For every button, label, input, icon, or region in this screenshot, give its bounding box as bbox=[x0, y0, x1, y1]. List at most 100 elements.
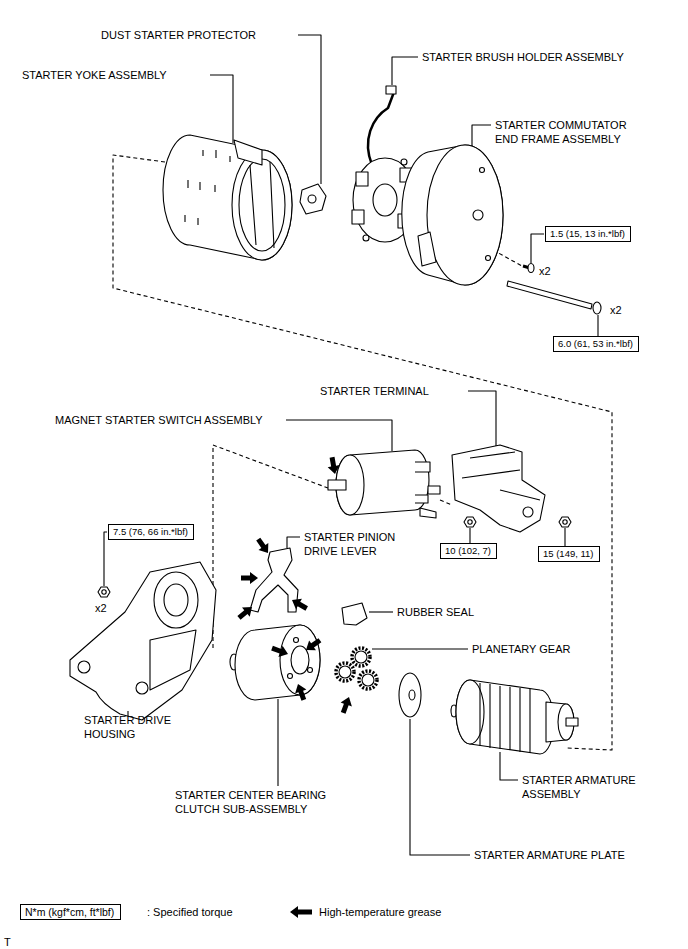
part-name: STARTER COMMUTATOR END FRAME ASSEMBLY bbox=[495, 118, 645, 146]
unit-legend-box: N*m (kgf*cm, ft*lbf) bbox=[20, 904, 121, 920]
brush-holder-drawing bbox=[363, 235, 369, 241]
yoke-drawing bbox=[250, 162, 274, 248]
torque-value: 10 (102, 7) bbox=[445, 545, 491, 557]
end-frame-drawing bbox=[480, 168, 485, 173]
nut-drawing bbox=[102, 590, 106, 594]
leader-line bbox=[469, 528, 470, 543]
torque-value: 15 (149, 11) bbox=[543, 548, 594, 560]
brush-holder-drawing bbox=[356, 172, 368, 186]
clutch-drawing bbox=[280, 625, 320, 695]
grease-arrow bbox=[303, 635, 324, 655]
armature-plate-drawing bbox=[409, 690, 415, 700]
drive-housing-drawing bbox=[70, 562, 216, 720]
leader-line bbox=[372, 648, 468, 649]
leader-line bbox=[286, 420, 392, 451]
end-frame-drawing bbox=[427, 145, 503, 285]
grease-arrow bbox=[338, 695, 355, 715]
armature-drawing bbox=[456, 680, 554, 754]
torque-value: 7.5 (76, 66 in.*lbf) bbox=[113, 526, 188, 538]
part-name: STARTER ARMATURE ASSEMBLY bbox=[522, 773, 662, 801]
magnet-switch-drawing bbox=[428, 486, 440, 494]
magnet-switch-drawing bbox=[420, 508, 436, 518]
armature-drawing bbox=[566, 718, 578, 726]
leader-line bbox=[597, 315, 598, 336]
torque-box: 1.5 (15, 13 in.*lbf) bbox=[545, 226, 631, 242]
part-name: MAGNET STARTER SWITCH ASSEMBLY bbox=[55, 413, 263, 427]
brush-holder-drawing bbox=[352, 210, 364, 224]
grease-arrow bbox=[289, 595, 310, 614]
leader-line bbox=[410, 719, 470, 855]
nut-drawing bbox=[468, 520, 472, 524]
starter-terminal-drawing bbox=[462, 452, 540, 500]
drive-housing-drawing bbox=[78, 661, 90, 673]
dust-protector-drawing bbox=[300, 184, 326, 214]
brush-holder-drawing bbox=[368, 92, 394, 165]
part-name: STARTER TERMINAL bbox=[320, 384, 429, 398]
legend-entry: : Specified torque bbox=[147, 905, 233, 919]
yoke-drawing bbox=[234, 140, 262, 165]
torque-box: 6.0 (61, 53 in.*lbf) bbox=[553, 336, 639, 352]
brush-holder-drawing bbox=[386, 86, 396, 94]
dust-protector-drawing bbox=[308, 195, 316, 203]
leader-line bbox=[104, 35, 598, 855]
screw-drawing bbox=[507, 264, 601, 315]
clutch-drawing bbox=[294, 638, 299, 643]
planetary-gear-drawing bbox=[336, 648, 377, 689]
grease-arrow bbox=[326, 456, 341, 475]
legend-grease-arrow bbox=[290, 906, 312, 918]
nut-drawing bbox=[464, 517, 476, 527]
clutch-drawing bbox=[235, 625, 320, 700]
planetary-gear-drawing bbox=[339, 666, 351, 678]
figure-code: T bbox=[4, 935, 11, 949]
legend-entry: High-temperature grease bbox=[319, 905, 441, 919]
grease-arrow bbox=[270, 643, 290, 660]
armature-plate-drawing bbox=[399, 673, 421, 717]
torque-box: 10 (102, 7) bbox=[440, 543, 497, 559]
starter-terminal-drawing bbox=[452, 445, 545, 532]
leader-line bbox=[287, 537, 300, 548]
quantity-note: x2 bbox=[610, 303, 622, 317]
grease-arrow bbox=[253, 536, 273, 557]
yoke-drawing bbox=[163, 135, 292, 260]
part-name: STARTER DRIVE HOUSING bbox=[84, 713, 199, 741]
part-name: RUBBER SEAL bbox=[397, 605, 474, 619]
leader-line bbox=[531, 234, 544, 263]
nut-drawing bbox=[563, 520, 567, 524]
leader-line bbox=[210, 75, 233, 143]
part-name: STARTER ARMATURE PLATE bbox=[474, 848, 625, 862]
torque-value: 1.5 (15, 13 in.*lbf) bbox=[550, 228, 625, 240]
clutch-drawing bbox=[230, 625, 320, 700]
part-name: STARTER CENTER BEARING CLUTCH SUB-ASSEMB… bbox=[175, 788, 355, 816]
brush-holder-drawing bbox=[373, 184, 397, 216]
drive-housing-drawing bbox=[154, 572, 198, 628]
screw-drawing bbox=[528, 264, 534, 273]
end-frame-drawing bbox=[402, 145, 503, 285]
planetary-gear-drawing bbox=[355, 651, 367, 663]
end-frame-drawing bbox=[402, 145, 503, 285]
magnet-switch-drawing bbox=[336, 450, 429, 515]
screw-drawing bbox=[593, 302, 601, 314]
clutch-drawing bbox=[308, 668, 313, 673]
drive-housing-drawing bbox=[150, 630, 196, 690]
leader-line bbox=[277, 699, 278, 786]
clutch-drawing bbox=[288, 674, 293, 679]
magnet-switch-drawing bbox=[328, 480, 346, 490]
leader-line bbox=[392, 57, 418, 85]
end-frame-drawing bbox=[473, 210, 483, 220]
assembly-line bbox=[440, 500, 452, 505]
end-frame-drawing bbox=[486, 256, 491, 261]
brush-holder-drawing bbox=[401, 159, 407, 165]
legend-text: : Specified torque bbox=[147, 906, 233, 918]
planetary-gear-drawing bbox=[336, 663, 354, 681]
drive-housing-drawing bbox=[164, 584, 188, 616]
rubber-seal-drawing bbox=[342, 603, 367, 625]
legend-text: High-temperature grease bbox=[319, 906, 441, 918]
grease-arrow bbox=[292, 682, 309, 702]
rubber-seal-drawing bbox=[342, 603, 367, 625]
part-name: STARTER YOKE ASSEMBLY bbox=[22, 68, 167, 82]
leader-line bbox=[500, 752, 518, 780]
leader-line bbox=[104, 532, 107, 586]
part-name: PLANETARY GEAR bbox=[472, 642, 570, 656]
starter-terminal-drawing bbox=[523, 507, 533, 517]
